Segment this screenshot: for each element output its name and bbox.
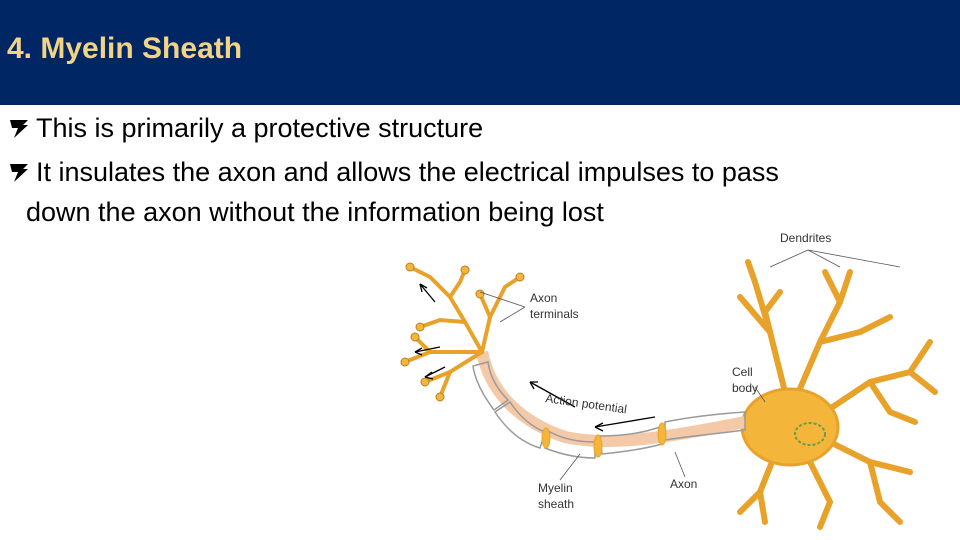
bullet-icon: [10, 164, 28, 182]
slide-title: 4. Myelin Sheath: [7, 32, 243, 65]
label-axon-terminals-2: terminals: [530, 307, 579, 321]
signal-arrows: [414, 283, 656, 432]
label-axon: Axon: [670, 477, 697, 491]
label-axon-terminals-1: Axon: [530, 291, 557, 305]
bullet-1: This is primarily a protective structure: [8, 108, 483, 148]
bullet-1-text: This is primarily a protective structure: [36, 113, 484, 143]
label-dendrites: Dendrites: [780, 231, 831, 245]
axon-terminal-bulbs: [400, 262, 525, 402]
bullet-2: It insulates the axon and allows the ele…: [8, 152, 948, 232]
bullet-icon: [10, 120, 28, 138]
cell-body: [740, 387, 840, 467]
label-action-potential: Action potential: [545, 391, 628, 416]
myelin-sheath-segments: [472, 361, 746, 459]
title-bar: 4. Myelin Sheath: [0, 0, 960, 105]
label-myelin-sheath-2: sheath: [538, 497, 574, 511]
label-myelin-sheath-1: Myelin: [538, 481, 573, 495]
label-cell-body-2: body: [732, 381, 758, 395]
axon-line: [476, 350, 747, 448]
bullet-2-continuation: down the axon without the information be…: [26, 197, 604, 227]
bullet-2-text: It insulates the axon and allows the ele…: [36, 157, 779, 187]
neuron-diagram: Dendrites Axon terminals Cell body Actio…: [400, 231, 938, 530]
nucleus: [794, 422, 826, 446]
label-cell-body-1: Cell: [732, 365, 753, 379]
